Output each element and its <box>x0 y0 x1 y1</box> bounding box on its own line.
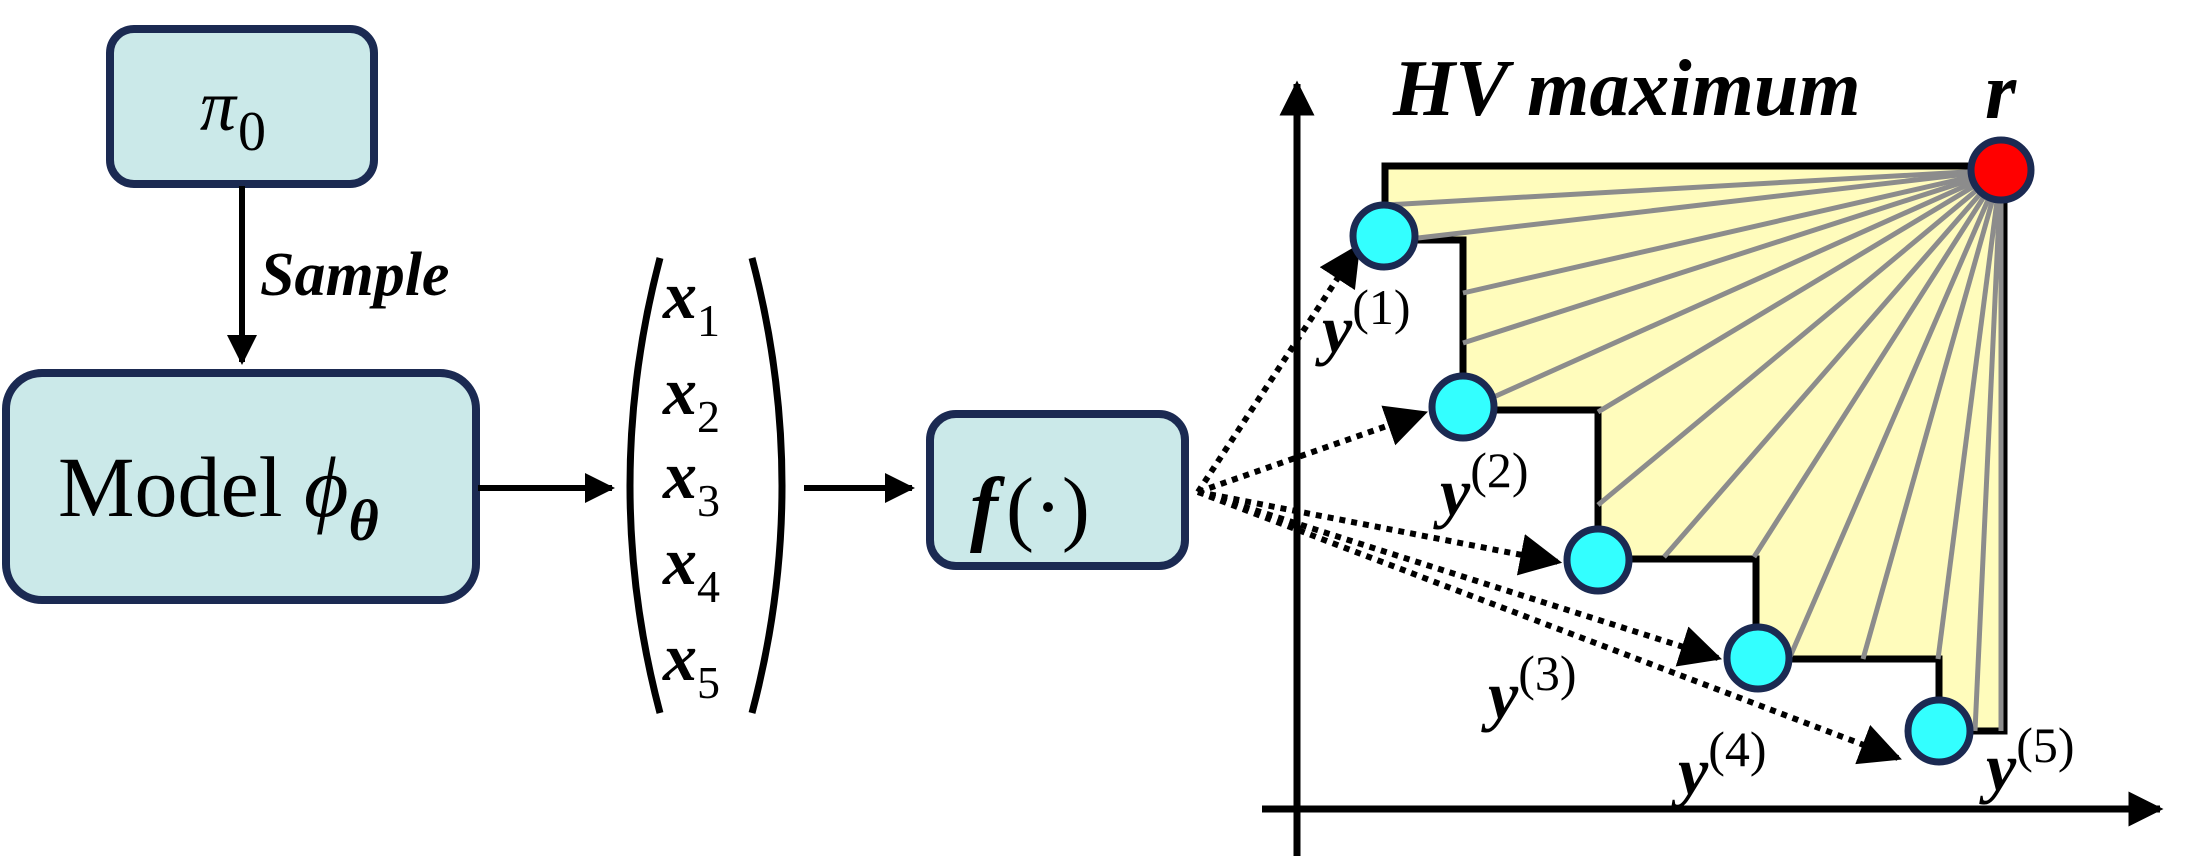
pareto-point-4 <box>1723 623 1793 693</box>
eval-arrow-1 <box>1195 243 1361 494</box>
model-node: Model ϕθ <box>2 369 480 604</box>
point-label-5: y(5) <box>1979 717 2075 805</box>
plot-title: HV maximum <box>1392 45 1861 133</box>
point-label-2: y(2) <box>1433 442 1529 530</box>
objective-evaluation-arrows <box>1195 243 1902 765</box>
objective-label: f(·) <box>970 461 1090 554</box>
point-label-3: y(3) <box>1481 645 1577 733</box>
prior-subscript: 0 <box>238 101 266 163</box>
reference-label: r <box>1985 48 2017 136</box>
objective-node: f(·) <box>926 410 1189 570</box>
eval-arrow-5 <box>1196 489 1902 765</box>
model-phi-symbol: ϕ <box>304 439 349 535</box>
prior-node: π 0 <box>106 25 378 188</box>
point-label-4: y(4) <box>1671 721 1767 809</box>
left-paren <box>626 257 664 714</box>
sample-vector: x1 x2 x3 x4 x5 <box>626 257 786 714</box>
model-theta-subscript: θ <box>349 488 379 553</box>
reference-point <box>1967 136 2035 204</box>
eval-arrow-2 <box>1197 405 1428 495</box>
sample-x5: x5 <box>662 619 720 708</box>
eval-arrow-3 <box>1197 489 1563 576</box>
hypervolume-rays <box>1384 167 2004 732</box>
sample-edge: Sample <box>227 186 449 365</box>
sample-x4: x4 <box>662 523 720 612</box>
prior-symbol: π <box>200 66 238 146</box>
pareto-point-1 <box>1349 201 1419 271</box>
point-label-1: y(1) <box>1315 279 1411 367</box>
sample-x3: x3 <box>662 437 720 526</box>
pareto-point-3 <box>1563 525 1633 595</box>
pareto-points <box>1349 201 1974 766</box>
pareto-point-2 <box>1428 372 1498 442</box>
sample-label: Sample <box>260 241 449 309</box>
pareto-point-5 <box>1904 696 1974 766</box>
model-label: Model ϕθ <box>58 439 379 553</box>
sample-x1: x1 <box>662 257 720 346</box>
objective-space-axes <box>1262 80 2164 856</box>
right-paren <box>748 257 786 714</box>
sample-x2: x2 <box>662 353 720 442</box>
hypervolume-region <box>1381 162 2008 735</box>
